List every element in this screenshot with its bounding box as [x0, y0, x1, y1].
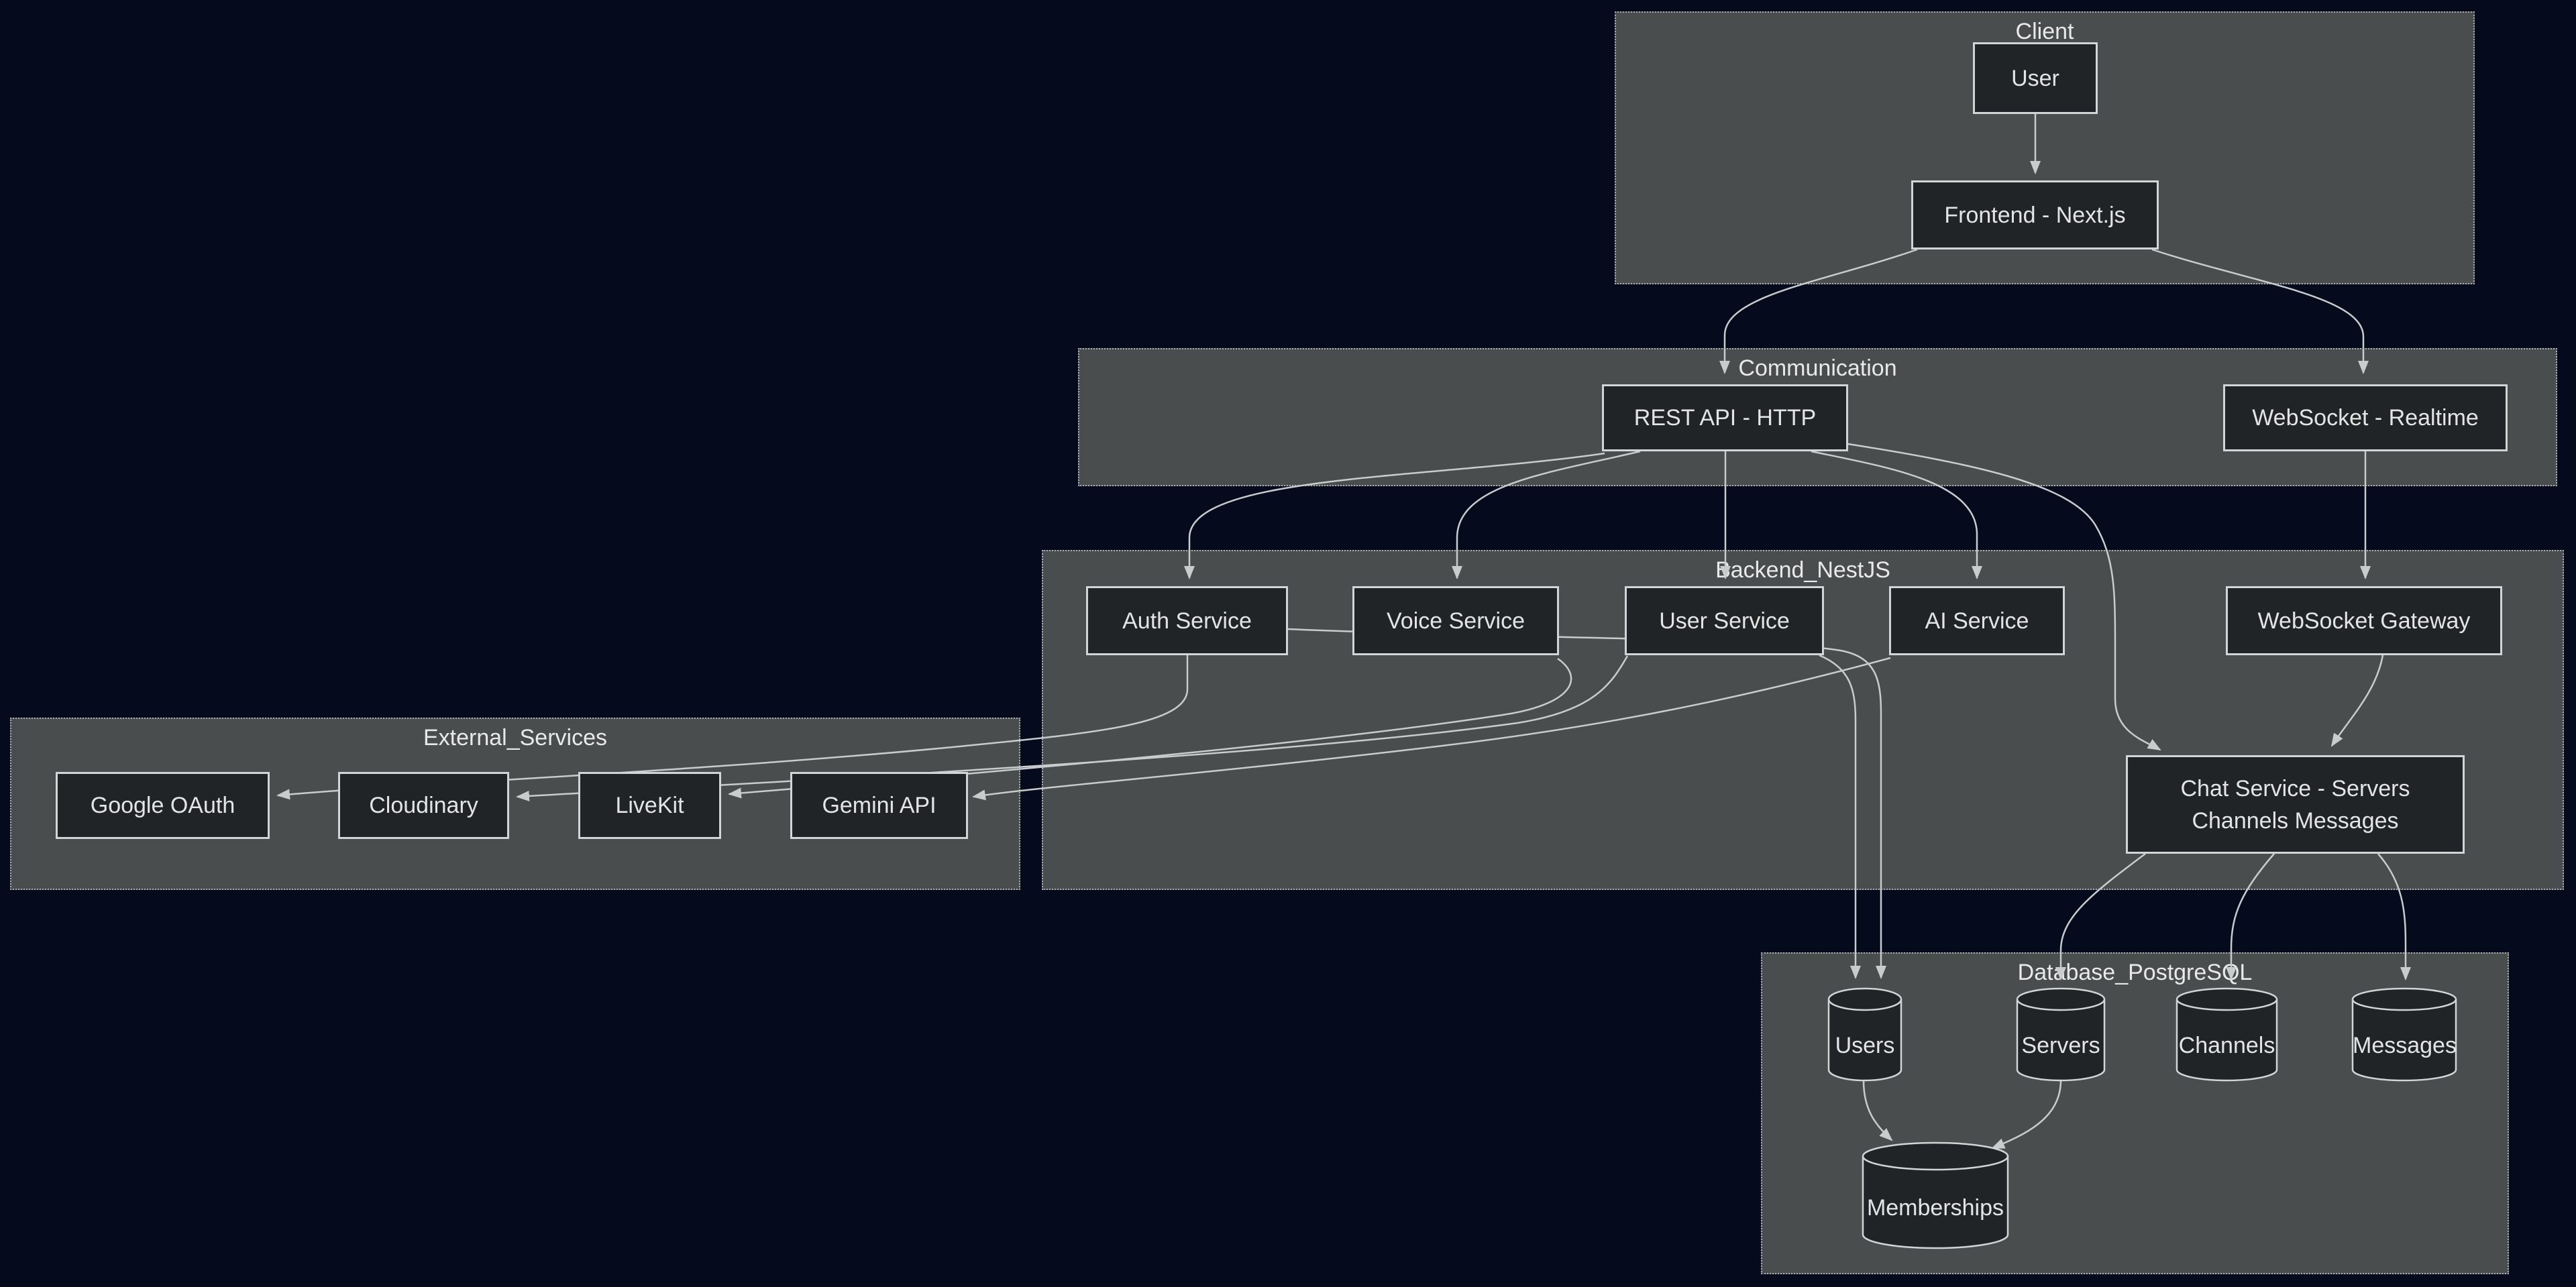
- edge-rest-chat: [1847, 443, 2161, 751]
- node-livekit: LiveKit: [578, 772, 721, 839]
- db-users-label: Users: [1835, 1033, 1895, 1058]
- node-user-service: User Service: [1625, 586, 1824, 655]
- edge-rest-ai: [1811, 450, 1982, 579]
- node-chat-service-label-line1: Chat Service - Servers: [2180, 775, 2410, 801]
- edge-chat-messages-db: [2377, 853, 2411, 981]
- node-auth-service-label: Auth Service: [1122, 608, 1252, 634]
- node-google-oauth: Google OAuth: [56, 772, 270, 839]
- node-gemini-api: Gemini API: [790, 772, 968, 839]
- node-voice-service-label: Voice Service: [1387, 608, 1525, 634]
- node-cloudinary-label: Cloudinary: [369, 793, 478, 818]
- channels-db-cylinder: [2176, 987, 2278, 1082]
- db-channels-label: Channels: [2178, 1033, 2275, 1058]
- node-rest-api-label: REST API - HTTP: [1633, 405, 1817, 431]
- node-websocket-gateway: WebSocket Gateway: [2226, 586, 2502, 655]
- cluster-client-label: Client: [2015, 19, 2074, 44]
- cluster-external-services-label: External_Services: [423, 725, 607, 750]
- edge-chat-channels-db: [2226, 853, 2275, 981]
- node-google-oauth-label: Google OAuth: [90, 793, 235, 818]
- servers-db-cylinder: [2016, 987, 2106, 1082]
- memberships-db-cylinder: [1862, 1141, 2009, 1249]
- cluster-backend-nestjs-label: Backend_NestJS: [1715, 557, 1890, 583]
- db-servers-label: Servers: [2021, 1033, 2100, 1058]
- node-frontend-label: Frontend - Next.js: [1944, 202, 2126, 228]
- node-websocket-realtime: WebSocket - Realtime: [2223, 384, 2508, 451]
- edge-users-memberships: [1862, 1080, 1893, 1141]
- edge-user-service-cloudinary: [516, 655, 1629, 801]
- messages-db-cylinder: [2351, 987, 2457, 1082]
- db-memberships-label: Memberships: [1866, 1195, 2004, 1221]
- node-chat-service: Chat Service - Servers Channels Messages: [2126, 755, 2465, 854]
- node-websocket-gateway-label: WebSocket Gateway: [2257, 608, 2471, 634]
- edge-ai-gemini: [972, 657, 1891, 801]
- edge-auth-users-db: [1287, 628, 1886, 979]
- edge-rest-auth: [1184, 452, 1605, 579]
- node-user-label: User: [2011, 65, 2059, 91]
- node-websocket-realtime-label: WebSocket - Realtime: [2252, 405, 2479, 431]
- node-chat-service-label-line2: Channels Messages: [2192, 807, 2399, 834]
- node-voice-service: Voice Service: [1352, 586, 1559, 655]
- edge-frontend-websocket: [2151, 248, 2369, 374]
- node-gemini-api-label: Gemini API: [822, 793, 936, 818]
- users-db-cylinder: [1827, 987, 1902, 1082]
- edge-gateway-chat: [2330, 655, 2384, 747]
- node-ai-service: AI Service: [1889, 586, 2065, 655]
- node-frontend: Frontend - Next.js: [1911, 180, 2159, 249]
- node-user: User: [1973, 42, 2098, 114]
- node-user-service-label: User Service: [1659, 608, 1790, 634]
- node-auth-service: Auth Service: [1086, 586, 1288, 655]
- edge-chat-servers-db: [2055, 852, 2146, 981]
- node-livekit-label: LiveKit: [615, 793, 684, 818]
- edge-servers-memberships: [1991, 1080, 2062, 1150]
- cluster-communication-label: Communication: [1738, 355, 1897, 381]
- node-ai-service-label: AI Service: [1925, 608, 2029, 634]
- edge-rest-voice: [1452, 450, 1641, 579]
- edge-frontend-rest: [1719, 248, 1918, 374]
- node-rest-api: REST API - HTTP: [1602, 384, 1848, 451]
- db-messages-label: Messages: [2353, 1033, 2457, 1058]
- node-cloudinary: Cloudinary: [338, 772, 509, 839]
- edge-user-service-users-db: [1819, 654, 1861, 979]
